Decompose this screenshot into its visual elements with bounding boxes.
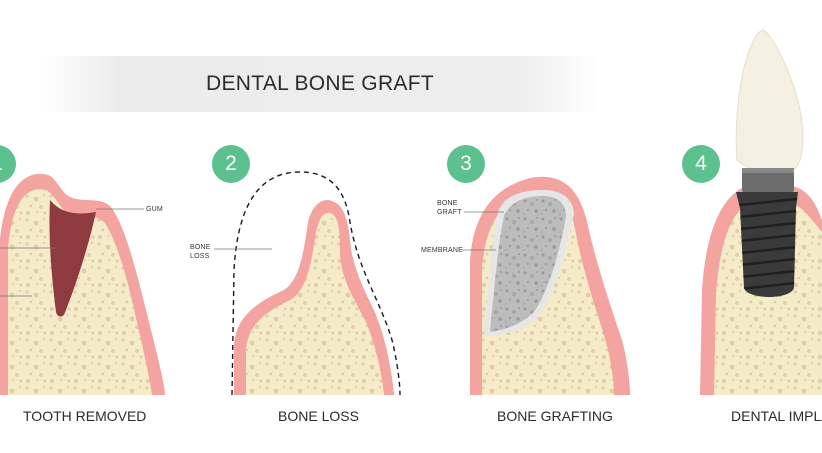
bone [714,199,822,395]
step-badge-3: 3 [447,145,485,183]
step-badge-2: 2 [212,145,250,183]
panel-dental-implant [700,29,822,395]
implant-abutment [742,168,794,192]
step-caption-4: DENTAL IMPLA [731,408,822,424]
implant-screw [736,192,798,297]
step-caption-1: TOOTH REMOVED [23,408,147,424]
original-bone-outline [231,171,401,396]
implant-crown [735,29,804,173]
step-caption-2: BONE LOSS [278,408,359,424]
panel-bone-grafting [462,176,630,395]
step-badge-1: 1 [0,145,16,183]
diagram-title: DENTAL BONE GRAFT [206,72,434,95]
bone-graft-material [490,196,566,332]
step-badge-4: 4 [682,145,720,183]
panel-bone-loss [214,171,401,396]
tooth-socket [49,200,96,317]
panel-tooth-removed [0,173,165,395]
bone [8,189,152,395]
bone [246,212,384,395]
label-gum: GUM [146,206,163,213]
title-banner [40,56,600,112]
label-membrane: MEMBRANE [421,247,464,254]
label-bone-graft: BONE GRAFT [437,200,462,216]
step-caption-3: BONE GRAFTING [497,408,613,424]
label-bone-loss: BONE LOSS [190,244,211,260]
